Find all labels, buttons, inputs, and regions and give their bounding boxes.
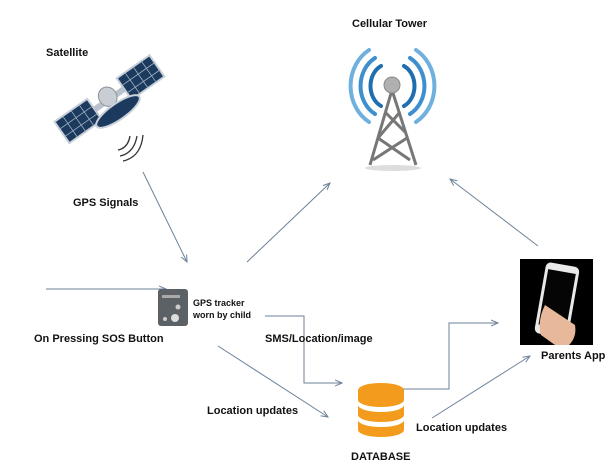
location-updates-label-1: Location updates <box>207 405 299 417</box>
location-updates-label-2: Location updates <box>416 422 508 434</box>
arrow-tracker-to-tower <box>246 183 330 263</box>
smartphone-icon <box>520 259 593 345</box>
arrow-location-updates-to-app <box>431 356 530 419</box>
database-icon <box>358 383 404 437</box>
arrow-satellite-to-tracker <box>142 171 187 262</box>
arrow-app-to-tower <box>450 179 539 247</box>
sos-button-label: On Pressing SOS Button <box>34 333 164 345</box>
sms-location-image-label: SMS/Location/image <box>265 333 373 345</box>
gps-tracker-label-line2: worn by child <box>193 310 252 320</box>
cell-tower-icon <box>348 48 437 171</box>
parents-app-label: Parents App <box>541 350 606 362</box>
satellite-icon <box>53 53 166 145</box>
satellite-signal-icon <box>117 134 144 162</box>
database-label: DATABASE <box>351 451 411 463</box>
satellite-label: Satellite <box>46 47 89 59</box>
cellular-tower-label: Cellular Tower <box>352 18 427 30</box>
gps-tracker-label: GPS tracker worn by child <box>193 297 251 321</box>
arrow-tracker-to-database-sms <box>265 315 342 383</box>
gps-signals-label: GPS Signals <box>73 197 139 209</box>
arrow-tracker-to-database-location <box>217 345 328 417</box>
gps-tracker-label-line1: GPS tracker <box>193 298 245 308</box>
arrow-database-to-app <box>398 323 498 390</box>
gps-tracker-icon <box>158 289 188 326</box>
